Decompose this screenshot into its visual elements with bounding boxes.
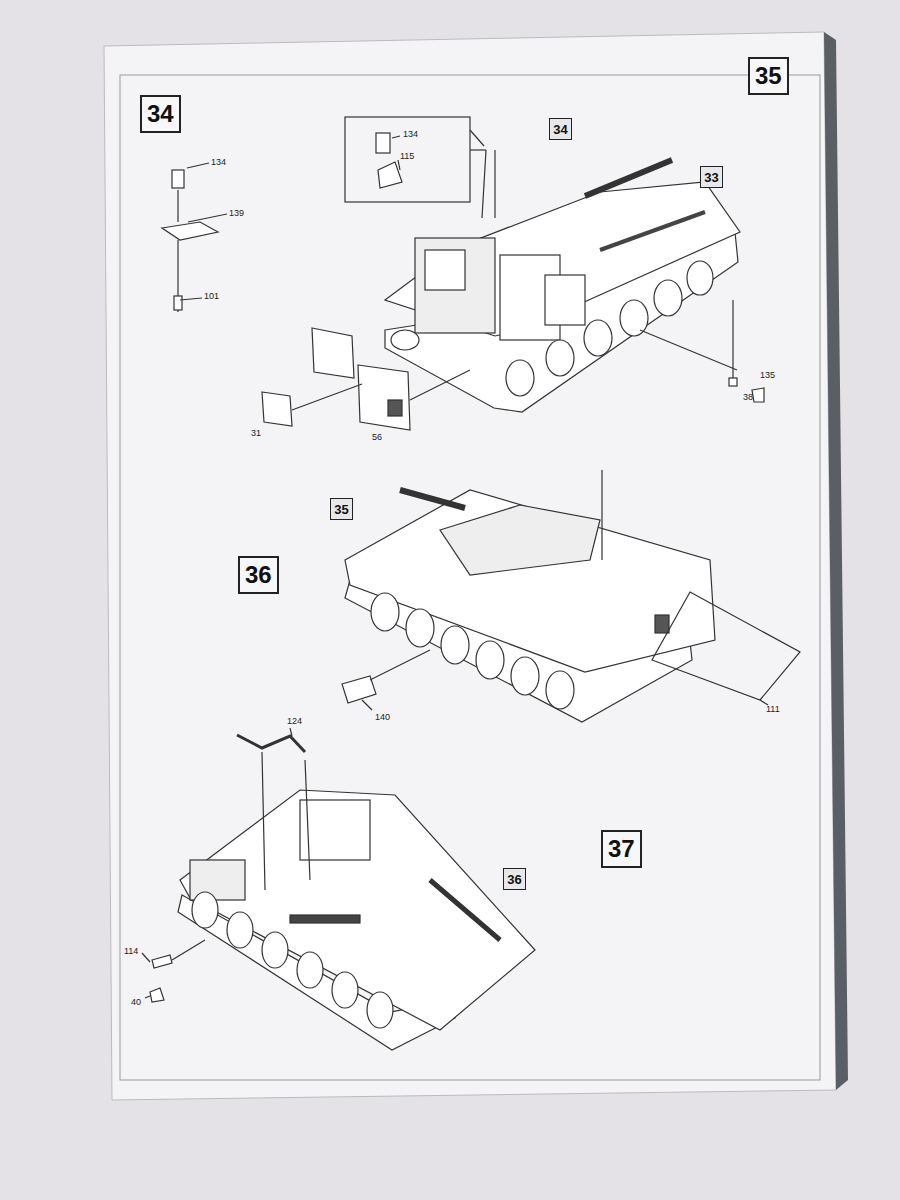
reference-step-box: 33 bbox=[700, 166, 723, 188]
part-number: 139 bbox=[229, 208, 244, 218]
step-number: 33 bbox=[704, 170, 718, 185]
step-number: 36 bbox=[245, 561, 272, 589]
part-number: 124 bbox=[287, 716, 302, 726]
step-number: 35 bbox=[334, 502, 348, 517]
reference-step-box: 34 bbox=[549, 118, 572, 140]
part-number: 40 bbox=[131, 997, 141, 1007]
step-number-box: 36 bbox=[238, 556, 279, 594]
part-number: 140 bbox=[375, 712, 390, 722]
reference-step-box: 35 bbox=[330, 498, 353, 520]
step-number-box: 37 bbox=[601, 830, 642, 868]
step-number-box: 34 bbox=[140, 95, 181, 133]
part-number: 134 bbox=[403, 129, 418, 139]
reference-step-box: 36 bbox=[503, 868, 526, 890]
step-number: 37 bbox=[608, 835, 635, 863]
part-number: 56 bbox=[372, 432, 382, 442]
part-number: 38 bbox=[743, 392, 753, 402]
part-number: 101 bbox=[204, 291, 219, 301]
part-number: 135 bbox=[760, 370, 775, 380]
part-number: 31 bbox=[251, 428, 261, 438]
step-number-box: 35 bbox=[748, 57, 789, 95]
part-number: 114 bbox=[124, 946, 138, 956]
step-number: 36 bbox=[507, 872, 521, 887]
part-number: 134 bbox=[211, 157, 226, 167]
step-number: 34 bbox=[147, 100, 174, 128]
step-number: 34 bbox=[553, 122, 567, 137]
step-number: 35 bbox=[755, 62, 782, 90]
part-number: 115 bbox=[400, 151, 414, 161]
part-number: 111 bbox=[766, 704, 780, 714]
